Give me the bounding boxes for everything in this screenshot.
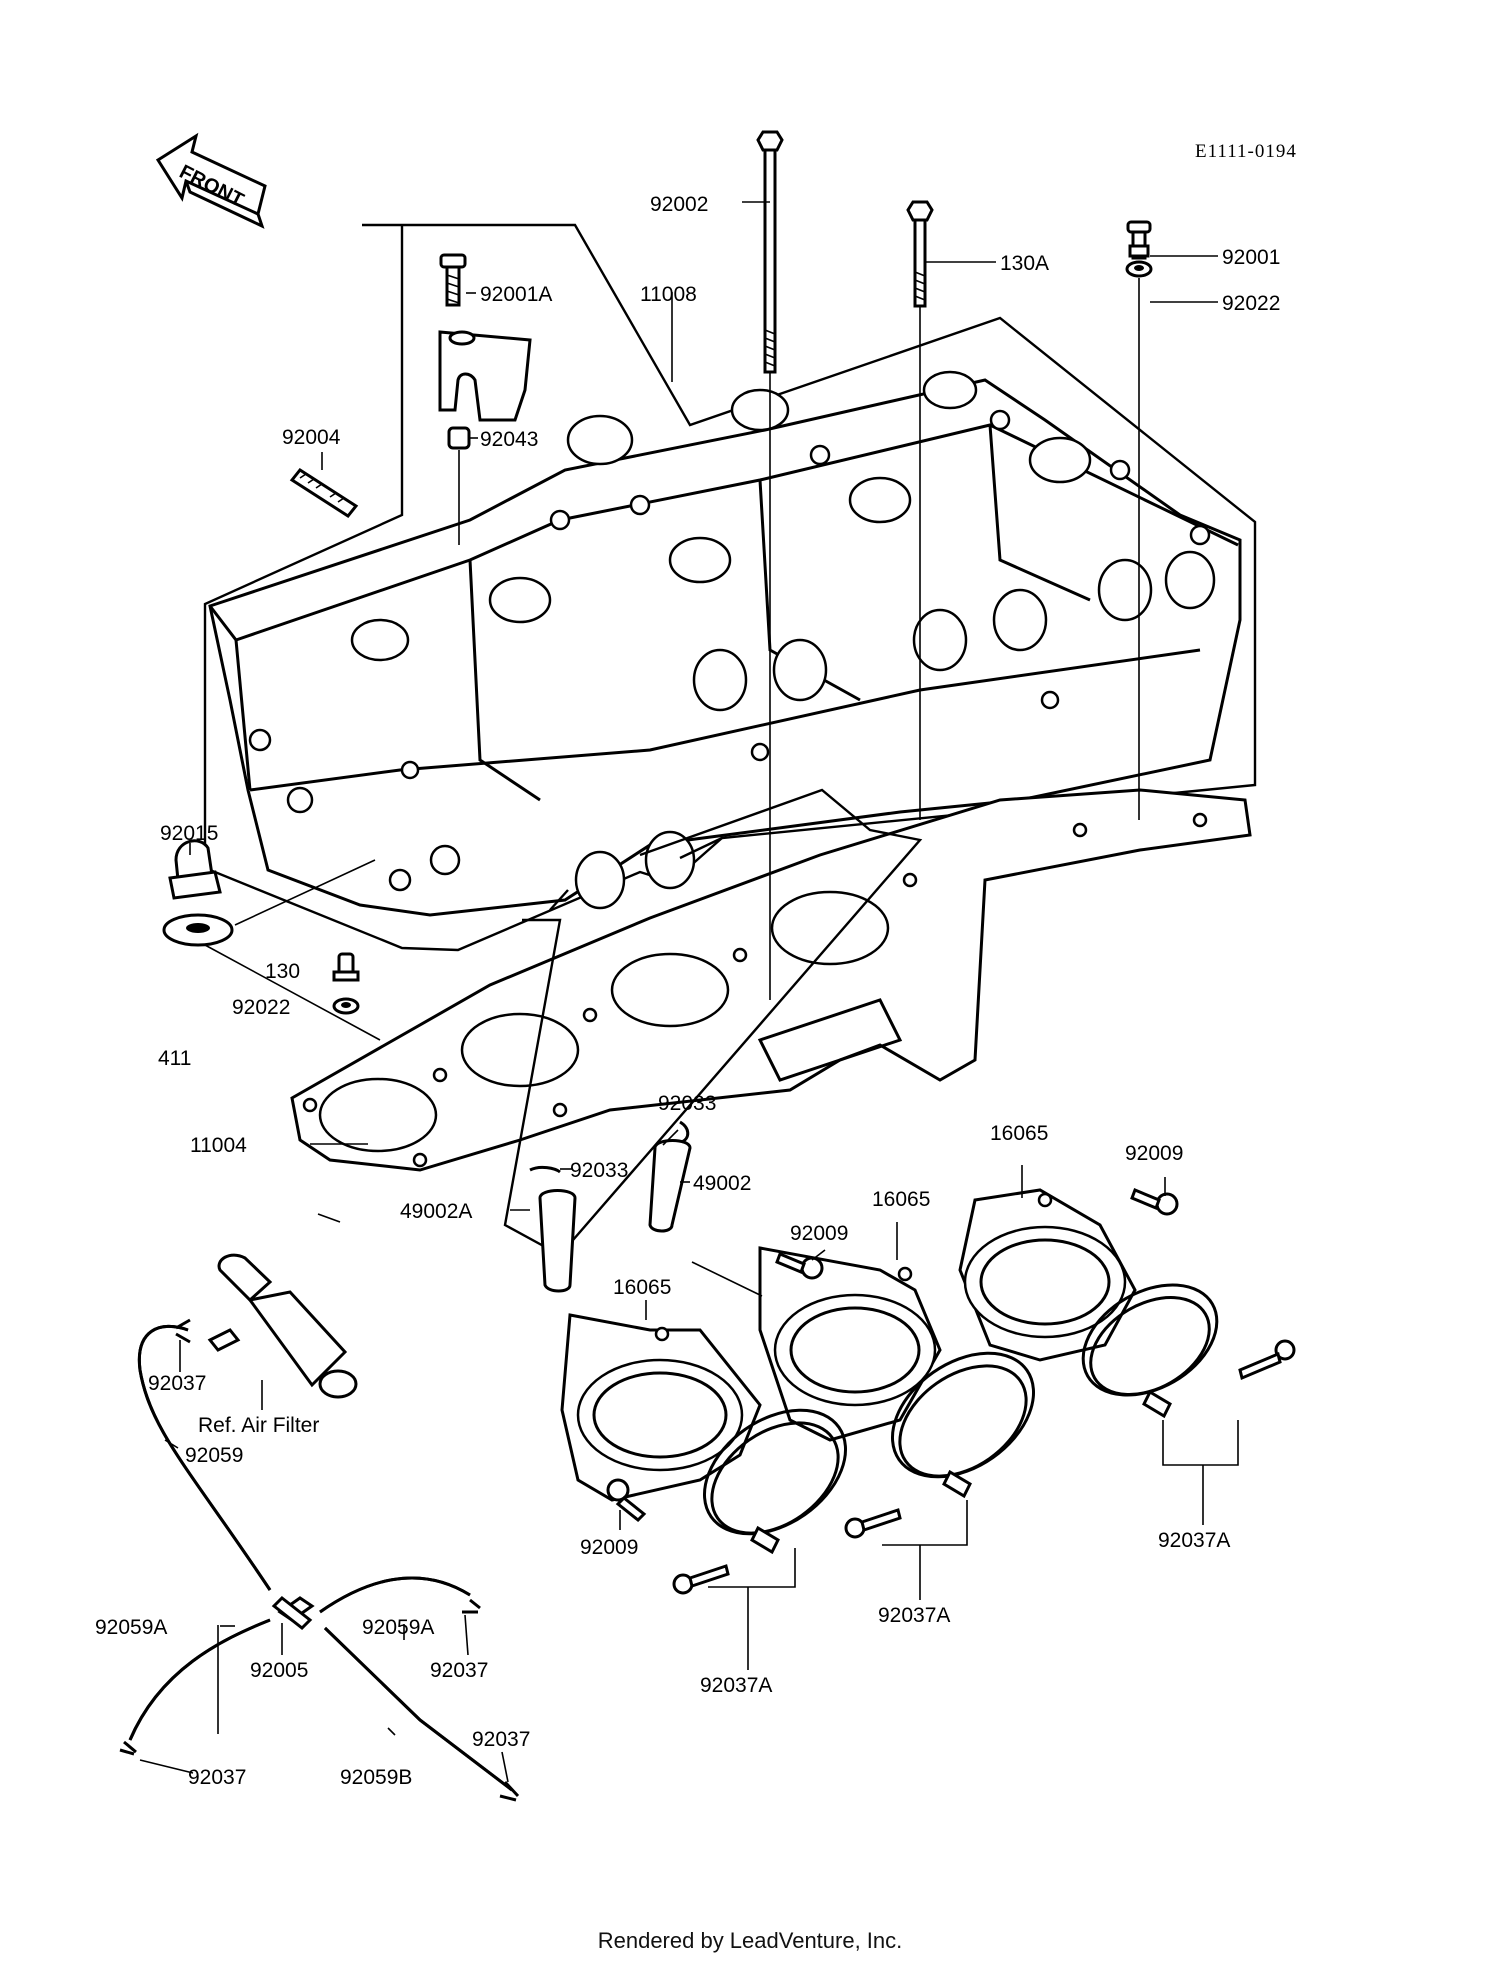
- label-92037-lower-right: 92037: [472, 1728, 530, 1751]
- label-92043: 92043: [480, 428, 538, 451]
- screw-92009-upper: [1130, 1188, 1179, 1216]
- clamp-screw-2: [844, 1508, 902, 1539]
- label-92037a-left: 92037A: [700, 1674, 772, 1697]
- hose-clip-92037-b: [462, 1598, 481, 1614]
- bolt-92001a: [439, 253, 467, 307]
- screw-92009-lower: [606, 1478, 647, 1523]
- nut-leader: [204, 859, 381, 1041]
- label-11008: 11008: [640, 283, 697, 306]
- hose-clip-92037-c: [119, 1740, 137, 1756]
- intake-holder-2: [758, 1246, 942, 1442]
- circlip-92033-upper: [679, 1120, 690, 1144]
- label-130a: 130A: [1000, 252, 1049, 275]
- cylinder-head: [208, 370, 1242, 917]
- label-92037a-right: 92037A: [1158, 1529, 1230, 1552]
- diagram-code: E1111-0194: [1195, 141, 1297, 162]
- label-92037a-middle: 92037A: [878, 1604, 950, 1627]
- valve-guide-callout-box: [503, 788, 923, 1257]
- camshaft-cap: [438, 330, 532, 422]
- label-49002: 49002: [693, 1172, 751, 1195]
- label-92005: 92005: [250, 1659, 308, 1682]
- footer-credit: Rendered by LeadVenture, Inc.: [598, 1928, 903, 1953]
- hose-clip-92037-a: [175, 1318, 191, 1344]
- connector-92005: [271, 1595, 315, 1631]
- label-92022-small: 92022: [232, 996, 290, 1019]
- dowel-pin-92043: [447, 426, 471, 450]
- label-11004: 11004: [190, 1134, 247, 1157]
- holder-leader: [691, 1261, 763, 1297]
- label-16065-right: 16065: [990, 1122, 1048, 1145]
- label-92022-top: 92022: [1222, 292, 1280, 315]
- label-92037-right: 92037: [430, 1659, 488, 1682]
- valve-guide-49002: [648, 1139, 692, 1233]
- label-92001: 92001: [1222, 246, 1280, 269]
- label-92033-lower: 92033: [570, 1159, 628, 1182]
- intake-holder-1: [560, 1313, 762, 1502]
- clamp-screw-1: [672, 1564, 730, 1595]
- label-92059: 92059: [185, 1444, 243, 1467]
- label-130: 130: [265, 960, 300, 983]
- clamp-screw-3: [1238, 1339, 1296, 1381]
- label-16065-left: 16065: [613, 1276, 671, 1299]
- washer-411: [162, 913, 234, 947]
- label-ref-air-filter: Ref. Air Filter: [198, 1414, 319, 1437]
- label-92059a-left: 92059A: [95, 1616, 167, 1639]
- clamp-bracket-3: [1162, 1420, 1239, 1525]
- bolt-130: [332, 952, 360, 982]
- head-bolt-130a: [906, 200, 934, 308]
- screw-92009-middle: [775, 1252, 824, 1280]
- valve-guide-49002a: [538, 1189, 577, 1293]
- clamp-bracket-1: [708, 1548, 796, 1670]
- label-49002a: 49002A: [400, 1200, 472, 1223]
- bolt-92001: [1126, 220, 1152, 260]
- label-92015: 92015: [160, 822, 218, 845]
- label-16065-middle: 16065: [872, 1188, 930, 1211]
- label-92033-upper: 92033: [658, 1092, 716, 1115]
- label-92001a: 92001A: [480, 283, 552, 306]
- label-92059b: 92059B: [340, 1766, 412, 1789]
- label-411: 411: [158, 1047, 191, 1070]
- washer-92022-small: [332, 997, 360, 1015]
- front-arrow-icon: FRONT: [155, 132, 267, 229]
- air-filter-ref: [207, 1253, 358, 1399]
- cap-nut-92015: [168, 839, 222, 900]
- clamp-2: [890, 1351, 1036, 1499]
- circlip-92033-lower: [529, 1165, 561, 1174]
- clamp-bracket-2: [882, 1500, 968, 1600]
- label-92009-upper: 92009: [1125, 1142, 1183, 1165]
- label-92009-lower: 92009: [580, 1536, 638, 1559]
- valve-guide-leader: [549, 889, 569, 911]
- label-92009-middle: 92009: [790, 1222, 848, 1245]
- clamp-1: [702, 1408, 848, 1555]
- label-92037-top: 92037: [148, 1372, 206, 1395]
- clamp-3: [1081, 1283, 1219, 1419]
- hose-clip-92037-d: [499, 1780, 520, 1802]
- leader-lines: [139, 201, 1218, 1783]
- label-92004: 92004: [282, 426, 341, 449]
- head-bolt-92002: [756, 130, 784, 374]
- intake-holder-3: [958, 1188, 1137, 1362]
- stud-92004: [289, 468, 359, 518]
- label-92002: 92002: [650, 193, 708, 216]
- label-92059a-right: 92059A: [362, 1616, 434, 1639]
- label-92037-bottom: 92037: [188, 1766, 246, 1789]
- washer-92022-top: [1125, 260, 1153, 278]
